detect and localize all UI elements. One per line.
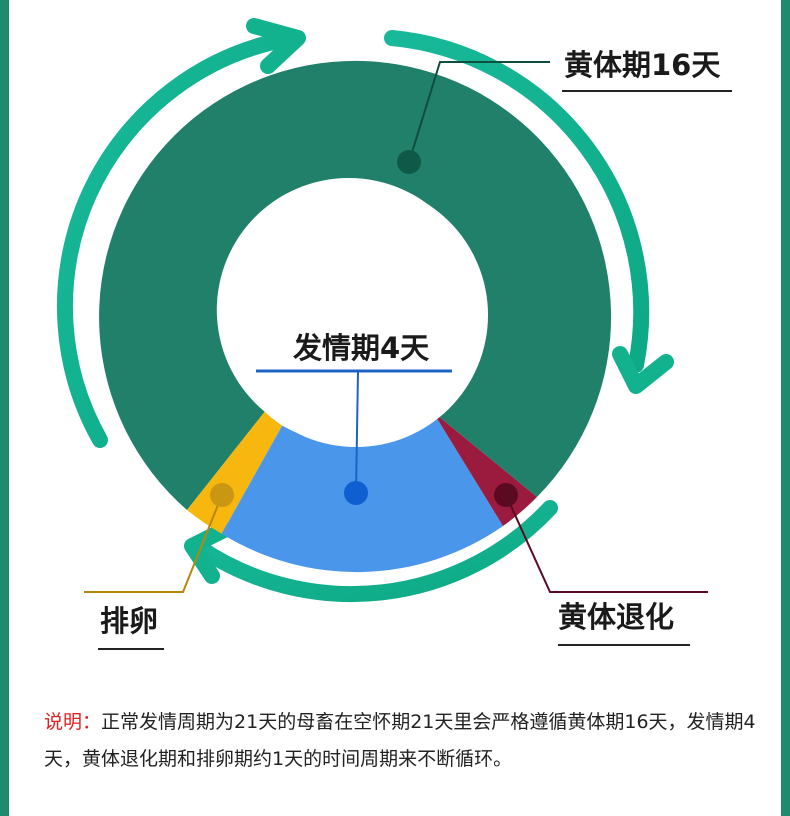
ovulation-segment <box>187 411 283 534</box>
cycle-arrow-right-head <box>612 346 674 394</box>
luteal-regression-label: 黄体退化 <box>558 600 675 634</box>
luteal-phase-segment <box>99 60 612 511</box>
estrus-marker-dot <box>344 481 368 505</box>
ovulation-label-underline <box>98 648 164 650</box>
description-note: 说明：正常发情周期为21天的母畜在空怀期21天里会严格遵循黄体期16天，发情期4… <box>44 704 764 778</box>
cycle-arrow-top-left <box>56 32 290 448</box>
luteal-leader-line <box>408 61 550 163</box>
estrous-cycle-diagram <box>56 18 708 603</box>
luteal-label-underline <box>562 90 732 92</box>
cycle-arrow-right <box>384 30 650 373</box>
cycle-arrow-bottom-head <box>184 522 232 584</box>
regression-marker-dot <box>494 483 518 507</box>
cycle-arrow-top-left-head <box>246 18 306 74</box>
cycle-arrow-bottom <box>192 500 558 603</box>
estrus-phase-label: 发情期4天 <box>293 331 430 365</box>
ovulation-label: 排卵 <box>100 604 159 638</box>
luteal-phase-label: 黄体期16天 <box>564 48 721 82</box>
note-text: 正常发情周期为21天的母畜在空怀期21天里会严格遵循黄体期16天，发情期4天，黄… <box>44 711 756 770</box>
estrus-leader-line <box>355 370 359 494</box>
luteal-marker-dot <box>397 150 421 174</box>
ovulation-marker-dot <box>210 483 234 507</box>
right-frame-bar <box>781 0 790 816</box>
regression-label-underline <box>558 644 690 646</box>
note-label: 说明： <box>44 711 102 733</box>
left-frame-bar <box>0 0 9 816</box>
ovulation-leader-line <box>84 494 223 593</box>
donut-center <box>224 183 488 447</box>
regression-leader-line <box>505 494 708 593</box>
